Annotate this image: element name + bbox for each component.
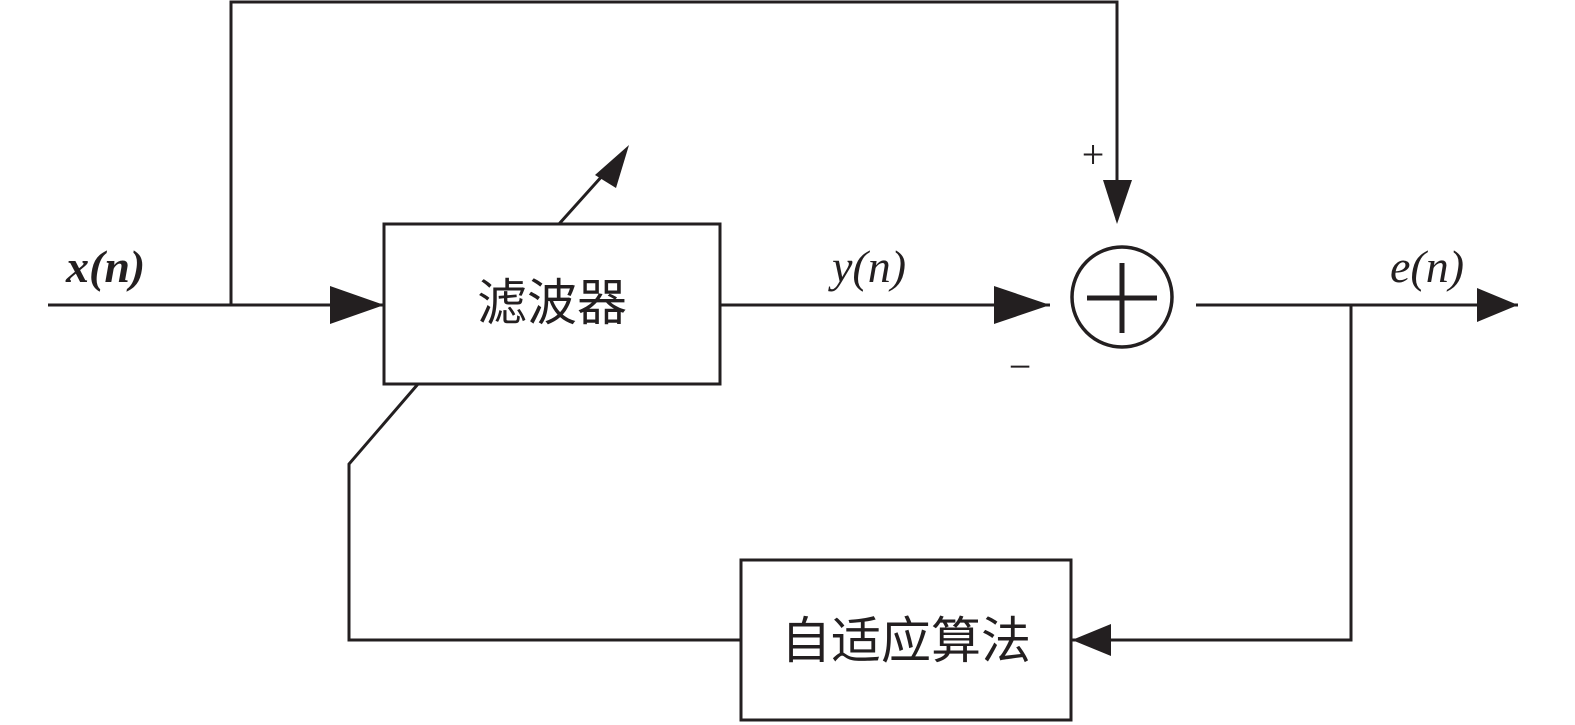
coefficient-update-wire: [347, 383, 741, 642]
input-signal-label: x(n): [65, 241, 145, 292]
error-feedback-wire: [1072, 305, 1353, 642]
adjustment-arrowhead: [595, 145, 629, 188]
input-arrowhead: [330, 286, 384, 324]
plus-input-arrowhead: [1103, 180, 1132, 224]
error-feedback-arrowhead: [1072, 624, 1111, 656]
reference-branch-wire: [229, 0, 1119, 305]
adaptive-algorithm-block-label: 自适应算法: [781, 612, 1031, 670]
minus-input-arrowhead: [994, 286, 1050, 324]
error-signal-label: e(n): [1390, 241, 1464, 292]
filter-block: [382, 222, 722, 386]
minus-sign-label: −: [1009, 344, 1032, 389]
error-output-arrowhead: [1477, 288, 1518, 322]
filter-output-signal-label: y(n): [828, 241, 906, 292]
plus-sign-label: +: [1082, 132, 1105, 177]
filter-block-label: 滤波器: [477, 274, 627, 332]
